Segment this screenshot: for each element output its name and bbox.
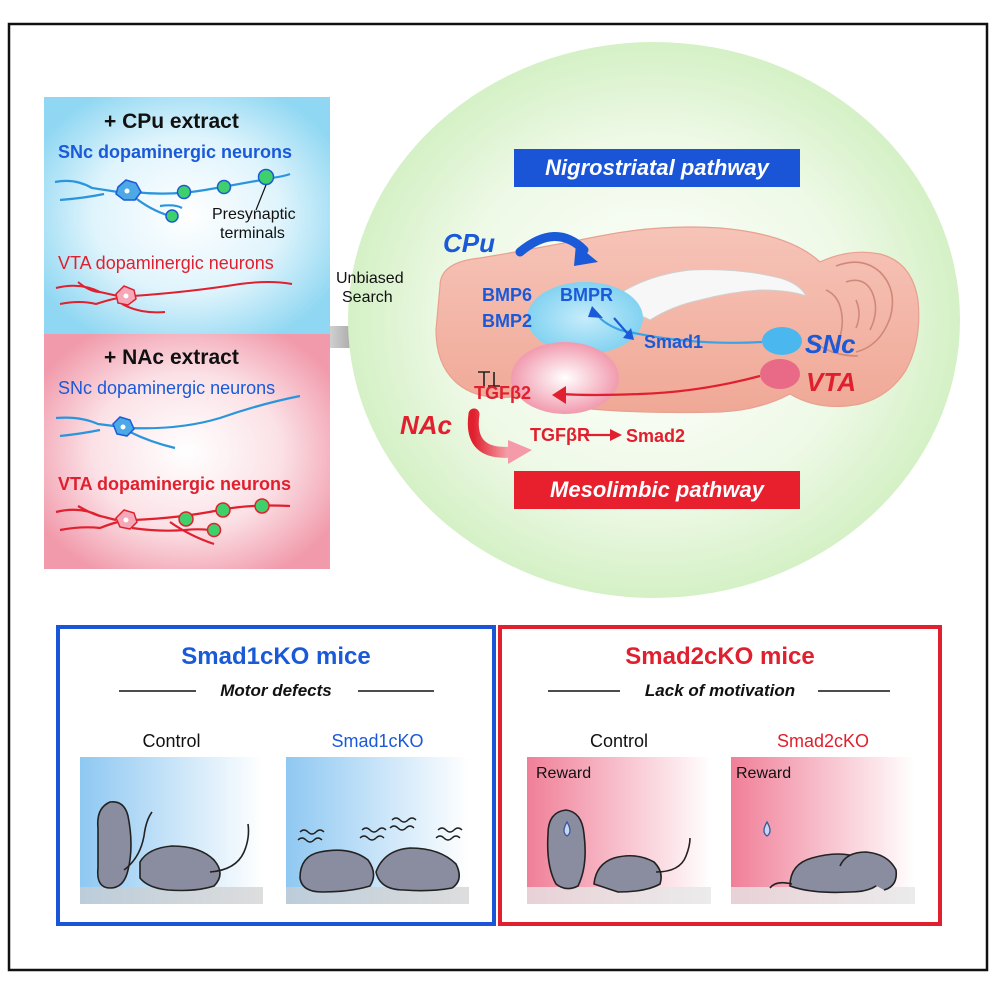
arrow-icon	[623, 328, 634, 340]
snc-neuron-icon	[55, 394, 301, 450]
bmp2-label: BMP2	[482, 311, 533, 331]
bmpr-label: BMPR	[560, 285, 613, 305]
tgfb2-label: TGFβ2	[474, 383, 531, 403]
cpu-extract-panel	[44, 97, 330, 334]
vta-neuron-icon	[55, 281, 293, 314]
smad2-box-title: Smad2cKO mice	[625, 643, 815, 670]
mouse-icon	[546, 809, 691, 893]
bmp6-label: BMP6	[482, 285, 533, 305]
nigrostriatal-pathway-label: Nigrostriatal pathway	[545, 155, 769, 180]
nac-extract-title: + NAc extract	[104, 346, 239, 369]
smad1-control-label: Control	[142, 731, 201, 751]
terminals-label-1: Presynaptic	[212, 206, 296, 223]
cpu-extract-title: + CPu extract	[104, 110, 239, 133]
smad2-ko-label: Smad2cKO	[776, 731, 870, 751]
nac-snc-label: SNc dopaminergic neurons	[58, 378, 276, 398]
terminal-icon	[215, 502, 231, 518]
smad1-box-title: Smad1cKO mice	[181, 643, 371, 670]
nigrostriatal-banner	[514, 149, 800, 187]
terminal-icon	[176, 184, 192, 200]
arrow-icon	[610, 429, 622, 441]
terminal-icon	[216, 179, 232, 195]
mouse-icon	[96, 800, 250, 892]
terminal-icon	[206, 522, 222, 538]
snc-label: SNc	[805, 329, 856, 359]
hippocampus-shape	[607, 269, 808, 321]
nac-vta-label: VTA dopaminergic neurons	[58, 474, 292, 494]
cpu-curved-arrow-icon	[515, 232, 589, 257]
vta-region	[760, 359, 800, 389]
terminal-icon	[178, 511, 194, 527]
arrow-icon	[552, 386, 566, 404]
reward-label-control: Reward	[536, 765, 592, 782]
mesolimbic-projection	[561, 374, 761, 397]
cpu-label: CPu	[443, 228, 495, 258]
cpu-region	[527, 282, 643, 354]
snc-region	[762, 327, 802, 355]
smad2-control-label: Control	[589, 731, 649, 751]
nac-curved-arrow-icon	[467, 408, 518, 458]
mesolimbic-banner	[514, 471, 800, 509]
smad1-label: Smad1	[644, 332, 704, 352]
search-label: Search	[342, 289, 393, 306]
cerebellum-icon	[811, 261, 894, 357]
reward-label-ko: Reward	[736, 765, 792, 782]
nac-label: NAc	[400, 410, 453, 440]
mouse-icon	[769, 851, 898, 894]
smad2-label: Smad2	[626, 426, 686, 446]
smad1-ko-label: Smad1cKO	[331, 731, 424, 751]
unbiased-label: Unbiased	[336, 270, 404, 287]
mesolimbic-pathway-label: Mesolimbic pathway	[550, 477, 764, 502]
mouse-icon	[299, 847, 460, 893]
water-drop-icon	[763, 820, 771, 837]
smad2-box-subtitle: Lack of motivation	[644, 681, 796, 700]
smad1-box-subtitle: Motor defects	[220, 681, 332, 700]
terminal-icon	[254, 498, 270, 514]
terminal-icon	[165, 209, 179, 223]
tremor-icon	[297, 817, 463, 843]
vta-label: VTA	[806, 367, 857, 397]
cpu-vta-label: VTA dopaminergic neurons	[58, 253, 274, 273]
cpu-snc-label: SNc dopaminergic neurons	[58, 142, 293, 162]
terminal-icon	[257, 168, 275, 186]
tgfbr-label: TGFβR	[530, 425, 590, 445]
inhibition-icon	[478, 371, 500, 387]
water-drop-icon	[563, 820, 571, 837]
terminals-label-2: terminals	[220, 225, 285, 242]
